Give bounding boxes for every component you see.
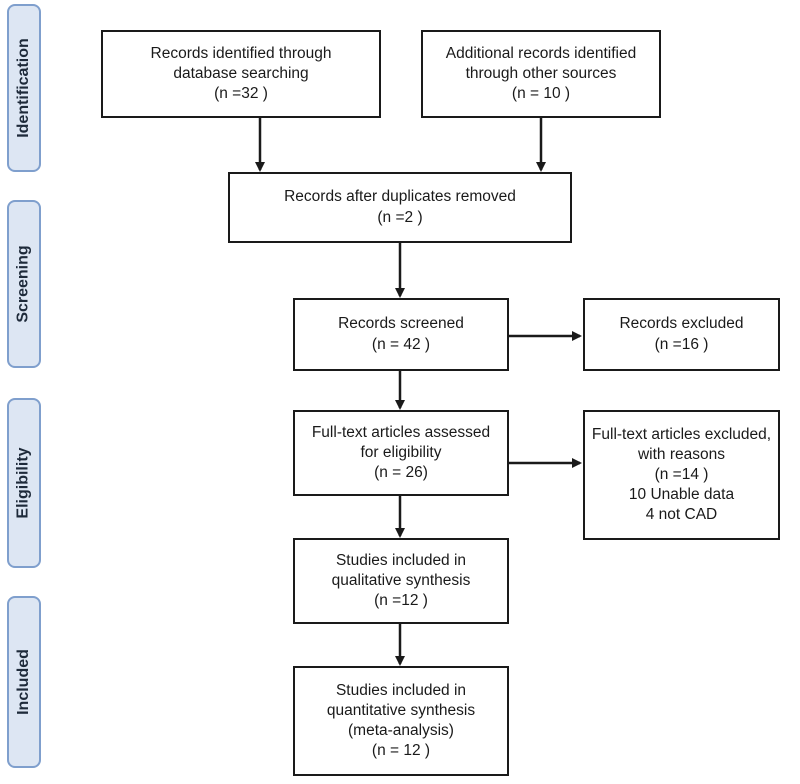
box-quantitative-line1: Studies included in [335,681,467,699]
box-fulltext-line1: Full-text articles assessed [311,423,491,441]
box-duplicates-removed: Records after duplicates removed (n =2 ) [228,172,572,243]
box-fulltext-assessed: Full-text articles assessed for eligibil… [293,410,509,496]
box-quantitative-synthesis: Studies included in quantitative synthes… [293,666,509,776]
phase-included: Included [7,596,41,768]
box-fulltext-excluded-reason-2: 4 not CAD [645,506,718,524]
box-database-line2: database searching [173,64,309,82]
box-fulltext-line2: for eligibility [360,443,442,461]
box-records-excluded: Records excluded (n =16 ) [583,298,780,371]
box-qualitative-synthesis: Studies included in qualitative synthesi… [293,538,509,624]
box-excluded-line1: Records excluded [619,315,744,333]
box-fulltext-excluded-count: (n =14 ) [654,465,709,483]
box-qualitative-count: (n =12 ) [374,592,428,610]
box-quantitative-count: (n = 12 ) [371,742,431,760]
box-fulltext-count: (n = 26) [374,464,428,482]
box-fulltext-excluded-line1: Full-text articles excluded, [591,425,772,443]
box-quantitative-line3: (meta-analysis) [348,722,454,739]
phase-screening: Screening [7,200,41,368]
box-database-line1: Records identified through [150,44,332,62]
box-fulltext-excluded: Full-text articles excluded, with reason… [583,410,780,540]
box-screened-line1: Records screened [338,315,464,333]
box-other-line1: Additional records identified [445,44,637,62]
box-duplicates-count: (n =2 ) [377,208,423,226]
box-screened-count: (n = 42 ) [371,335,431,353]
box-other-count: (n = 10 ) [511,85,571,103]
box-other-line2: through other sources [465,64,617,82]
phase-eligibility: Eligibility [7,398,41,568]
box-records-screened: Records screened (n = 42 ) [293,298,509,371]
box-other-sources: Additional records identified through ot… [421,30,661,118]
box-database-records: Records identified through database sear… [101,30,381,118]
box-quantitative-line2: quantitative synthesis [326,701,476,719]
box-database-count: (n =32 ) [214,85,268,103]
box-duplicates-line1: Records after duplicates removed [284,188,516,206]
box-fulltext-excluded-reason-1: 10 Unable data [628,486,735,504]
phase-identification: Identification [7,4,41,172]
box-qualitative-line1: Studies included in [335,551,467,569]
box-qualitative-line2: qualitative synthesis [331,571,471,589]
box-fulltext-excluded-line2: with reasons [637,445,725,463]
box-excluded-count: (n =16 ) [654,335,709,353]
